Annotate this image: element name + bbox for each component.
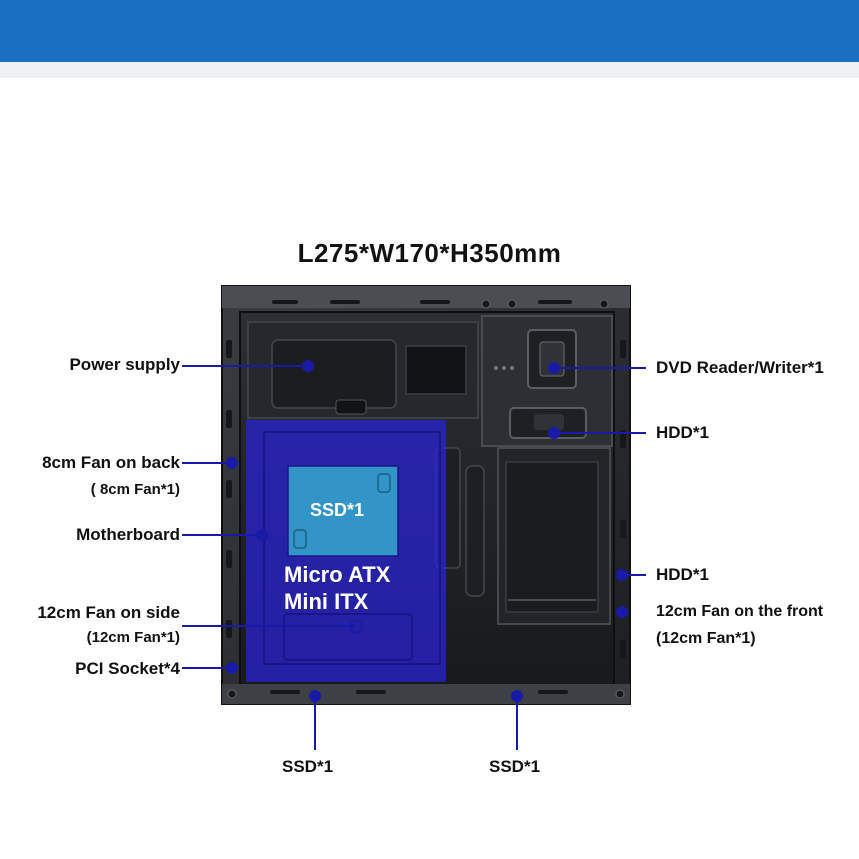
pointer-dot-motherboard xyxy=(257,530,267,540)
top-slot xyxy=(330,300,360,304)
pointer-dot-ssd-left xyxy=(310,691,320,701)
bottom-screw xyxy=(228,690,236,698)
pointer-dot-hdd-mid xyxy=(617,570,627,580)
label-ssd-bottom-left: SSD*1 xyxy=(282,757,333,777)
hdd-tray xyxy=(506,462,598,612)
label-dvd: DVD Reader/Writer*1 xyxy=(656,358,824,378)
pointer-dot-hdd-top xyxy=(549,428,559,438)
form-factor-mini-itx: Mini ITX xyxy=(284,589,368,615)
label-ssd-bottom-right: SSD*1 xyxy=(489,757,540,777)
standoff-column xyxy=(466,466,484,596)
case-top-rail xyxy=(222,286,630,308)
psu-cutout xyxy=(272,340,396,408)
label-power-supply: Power supply xyxy=(69,355,180,375)
bottom-slot xyxy=(270,690,300,694)
drive-hole xyxy=(510,366,514,370)
top-slot xyxy=(538,300,572,304)
top-screw xyxy=(482,300,490,308)
top-screw xyxy=(508,300,516,308)
left-slot xyxy=(226,340,232,358)
label-fan-front: 12cm Fan on the front xyxy=(656,603,823,621)
pointer-dot-fan-back xyxy=(227,458,237,468)
bottom-slot xyxy=(538,690,568,694)
label-hdd-mid: HDD*1 xyxy=(656,565,709,585)
ssd-panel-label: SSD*1 xyxy=(310,500,364,521)
label-pci-socket: PCI Socket*4 xyxy=(75,659,180,679)
top-slot xyxy=(272,300,298,304)
pointer-dot-fan-front xyxy=(617,607,627,617)
label-fan-back-sub: ( 8cm Fan*1) xyxy=(91,481,180,498)
right-slot xyxy=(620,640,626,658)
form-factor-micro-atx: Micro ATX xyxy=(284,562,390,588)
pointer-dot-ssd-right xyxy=(512,691,522,701)
psu-vent xyxy=(406,346,466,394)
right-slot xyxy=(620,520,626,538)
right-slot xyxy=(620,340,626,358)
pointer-dot-dvd xyxy=(549,363,559,373)
bottom-screw xyxy=(616,690,624,698)
psu-latch xyxy=(336,400,366,414)
pointer-dot-power-supply xyxy=(303,361,313,371)
label-motherboard: Motherboard xyxy=(76,525,180,545)
bottom-slot xyxy=(356,690,386,694)
label-fan-front-sub: (12cm Fan*1) xyxy=(656,630,756,648)
drive-hole xyxy=(502,366,506,370)
label-hdd-top: HDD*1 xyxy=(656,423,709,443)
top-screw xyxy=(600,300,608,308)
hdd-slot xyxy=(534,414,564,430)
left-slot xyxy=(226,410,232,428)
left-slot xyxy=(226,480,232,498)
label-fan-side-sub: (12cm Fan*1) xyxy=(87,629,180,646)
label-fan-back: 8cm Fan on back xyxy=(42,453,180,473)
drive-hole xyxy=(494,366,498,370)
left-slot xyxy=(226,550,232,568)
label-fan-side: 12cm Fan on side xyxy=(37,603,180,623)
pointer-dot-pci xyxy=(227,663,237,673)
top-slot xyxy=(420,300,450,304)
left-slot xyxy=(226,620,232,638)
